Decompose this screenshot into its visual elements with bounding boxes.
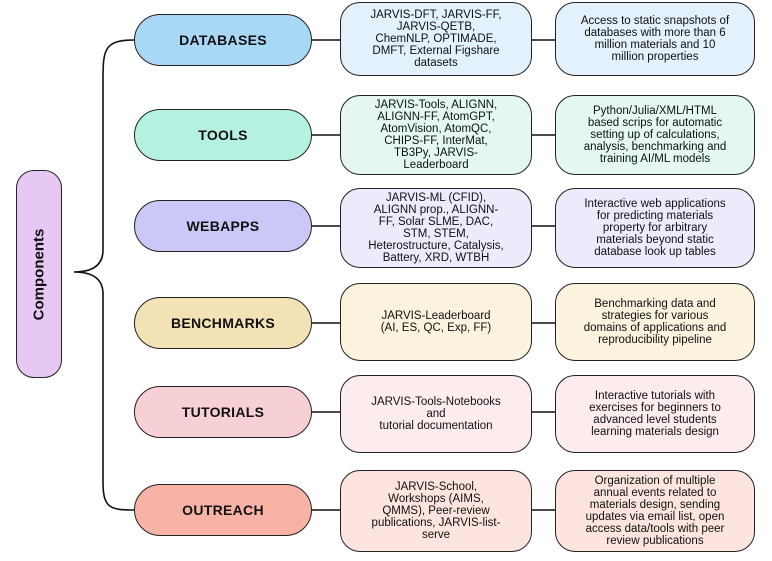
outreach-label: OUTREACH: [182, 502, 264, 518]
benchmarks-tools-box: JARVIS-Leaderboard (AI, ES, QC, Exp, FF): [340, 283, 532, 361]
tools-node: TOOLS: [134, 109, 312, 161]
webapps-tools-text: JARVIS-ML (CFID), ALIGNN prop., ALIGNN- …: [368, 192, 504, 264]
tutorials-tools-box: JARVIS-Tools-Notebooks and tutorial docu…: [340, 375, 532, 453]
tools-tools-text: JARVIS-Tools, ALIGNN, ALIGNN-FF, AtomGPT…: [374, 99, 498, 171]
webapps-description-text: Interactive web applications for predict…: [584, 198, 726, 258]
databases-node: DATABASES: [134, 14, 312, 66]
tools-tools-box: JARVIS-Tools, ALIGNN, ALIGNN-FF, AtomGPT…: [340, 95, 532, 175]
benchmarks-tools-text: JARVIS-Leaderboard (AI, ES, QC, Exp, FF): [380, 310, 492, 334]
components-node: Components: [16, 170, 62, 378]
outreach-tools-box: JARVIS-School, Workshops (AIMS, QMMS), P…: [340, 470, 532, 552]
tutorials-node: TUTORIALS: [134, 386, 312, 438]
outreach-node: OUTREACH: [134, 484, 312, 536]
databases-tools-text: JARVIS-DFT, JARVIS-FF, JARVIS-QETB, Chem…: [370, 9, 502, 69]
webapps-node: WEBAPPS: [134, 200, 312, 252]
webapps-tools-box: JARVIS-ML (CFID), ALIGNN prop., ALIGNN- …: [340, 188, 532, 268]
tutorials-label: TUTORIALS: [181, 404, 265, 420]
outreach-tools-text: JARVIS-School, Workshops (AIMS, QMMS), P…: [371, 481, 501, 541]
tools-description-box: Python/Julia/XML/HTML based scrips for a…: [555, 95, 755, 175]
benchmarks-description-text: Benchmarking data and strategies for var…: [583, 298, 727, 346]
benchmarks-description-box: Benchmarking data and strategies for var…: [555, 283, 755, 361]
tutorials-description-box: Interactive tutorials with exercises for…: [555, 375, 755, 453]
databases-tools-box: JARVIS-DFT, JARVIS-FF, JARVIS-QETB, Chem…: [340, 2, 532, 76]
databases-label: DATABASES: [179, 32, 267, 48]
databases-description-box: Access to static snapshots of databases …: [555, 2, 755, 76]
tools-description-text: Python/Julia/XML/HTML based scrips for a…: [583, 105, 727, 165]
benchmarks-label: BENCHMARKS: [170, 315, 276, 331]
tutorials-description-text: Interactive tutorials with exercises for…: [589, 390, 721, 438]
webapps-label: WEBAPPS: [186, 218, 260, 234]
outreach-description-box: Organization of multiple annual events r…: [555, 470, 755, 552]
tutorials-tools-text: JARVIS-Tools-Notebooks and tutorial docu…: [371, 396, 501, 432]
databases-description-text: Access to static snapshots of databases …: [580, 15, 730, 63]
outreach-description-text: Organization of multiple annual events r…: [585, 475, 725, 547]
webapps-description-box: Interactive web applications for predict…: [555, 188, 755, 268]
category-brace: [73, 39, 135, 511]
benchmarks-node: BENCHMARKS: [134, 297, 312, 349]
components-label: Components: [30, 228, 48, 320]
tools-label: TOOLS: [198, 127, 248, 143]
